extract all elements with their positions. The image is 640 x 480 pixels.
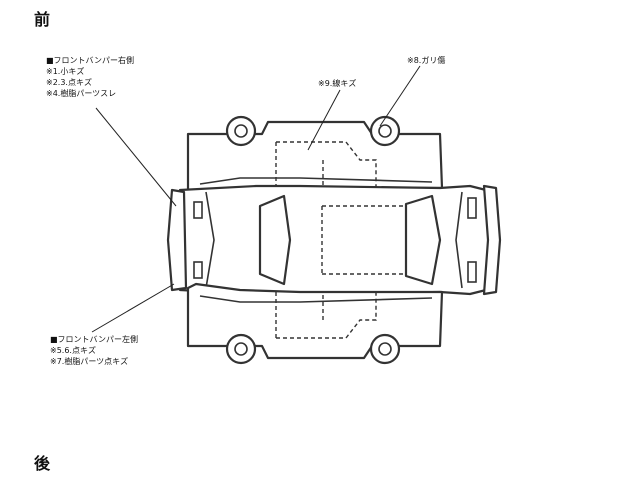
panel-outline-top (276, 141, 377, 188)
headlight-right (193, 201, 203, 219)
note-front-bumper-right-title: ■フロントバンパー右側 (46, 56, 134, 65)
panel-outline-bottom (276, 292, 377, 339)
leader-front-right (95, 107, 177, 207)
taillight-left (467, 261, 477, 283)
leader-dent (379, 65, 421, 127)
note-item: ※1.小キズ (46, 67, 85, 76)
side-window-line-bottom (199, 295, 433, 303)
hood-line (205, 191, 215, 289)
front-bumper (166, 188, 188, 292)
note-front-bumper-right: ■フロントバンパー右側 ※1.小キズ ※2.3.点キズ ※4.樹脂パーツスレ (46, 55, 134, 99)
wheel-hub (234, 124, 248, 138)
note-item: ※2.3.点キズ (46, 78, 92, 87)
leader-line-scratch (307, 89, 341, 151)
note-item: ※4.樹脂パーツスレ (46, 89, 117, 98)
car-side-view-bottom (186, 282, 444, 365)
wheel-hub (378, 124, 392, 138)
windshield (258, 194, 292, 286)
taillight-right (467, 197, 477, 219)
note-item: ※5.6.点キズ (50, 346, 96, 355)
note-front-bumper-left: ■フロントバンパー左側 ※5.6.点キズ ※7.樹脂パーツ点キズ (50, 334, 138, 367)
rear-label: 後 (34, 454, 51, 473)
wheel-hub (378, 342, 392, 356)
note-line-scratch: ※9.線キズ (318, 79, 357, 88)
rear-deck-line (455, 191, 463, 289)
wheel-front-top (225, 115, 257, 147)
wheel-hub (234, 342, 248, 356)
side-window-line-top (199, 177, 433, 185)
note-front-bumper-left-title: ■フロントバンパー左側 (50, 335, 138, 344)
rear-bumper (482, 184, 502, 296)
car-side-view-top (186, 115, 444, 198)
wheel-rear-top (369, 115, 401, 147)
car-top-view (166, 184, 502, 296)
note-item: ※7.樹脂パーツ点キズ (50, 357, 129, 366)
headlight-left (193, 261, 203, 279)
front-label: 前 (34, 10, 51, 29)
wheel-front-bottom (225, 333, 257, 365)
top-body (178, 184, 494, 296)
rear-window (404, 194, 442, 286)
roof-panel (321, 205, 404, 275)
note-dent: ※8.ガリ傷 (407, 56, 446, 65)
leader-front-left (91, 283, 175, 333)
wheel-rear-bottom (369, 333, 401, 365)
